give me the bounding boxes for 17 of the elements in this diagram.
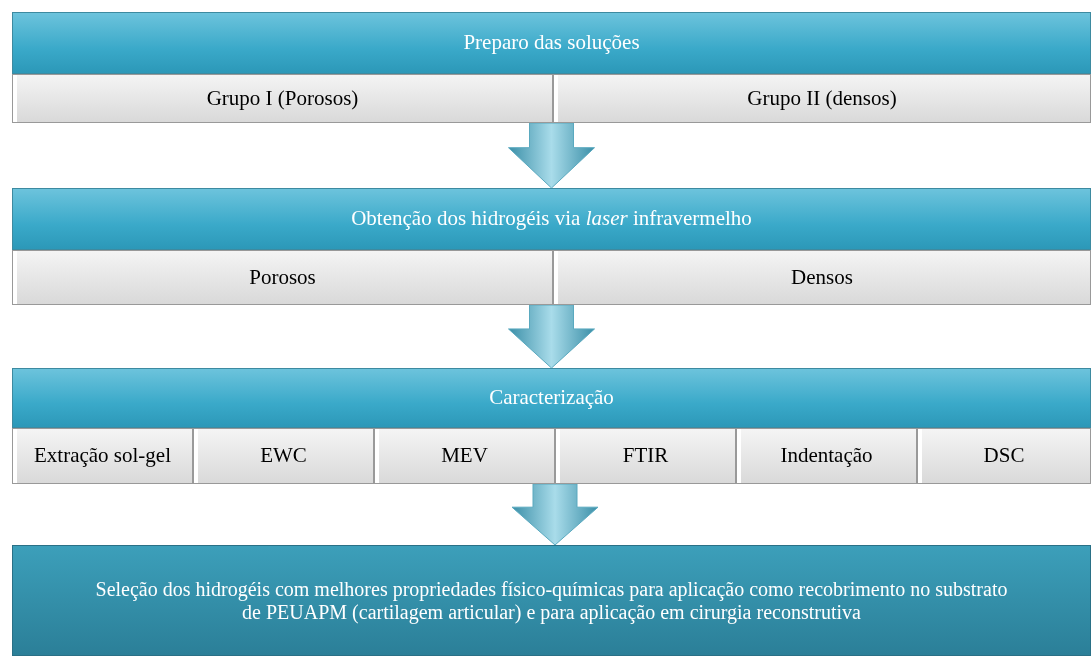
- group-box: Densos: [553, 250, 1091, 305]
- result-box: Seleção dos hidrogéis com melhores propriedades físico-químicas para aplicação como recobrimento no substrato de PEUAPM (cartilagem articular) e para aplicação em cirurgia reconstrutiva: [12, 545, 1091, 656]
- group-box: Grupo I (Porosos): [12, 74, 553, 123]
- method-box: Extração sol-gel: [12, 428, 193, 484]
- group-box: Porosos: [12, 250, 553, 305]
- method-box: EWC: [193, 428, 374, 484]
- method-box: DSC: [917, 428, 1091, 484]
- band-header: Obtenção dos hidrogéis via laser infravermelho: [12, 188, 1091, 250]
- block-arrow: [511, 483, 599, 546]
- band-header: Preparo das soluções: [12, 12, 1091, 74]
- block-arrow: [508, 304, 595, 369]
- method-box: MEV: [374, 428, 555, 484]
- method-box: Indentação: [736, 428, 917, 484]
- method-box: FTIR: [555, 428, 736, 484]
- group-box: Grupo II (densos): [553, 74, 1091, 123]
- band-header: Caracterização: [12, 368, 1091, 428]
- block-arrow: [508, 122, 595, 189]
